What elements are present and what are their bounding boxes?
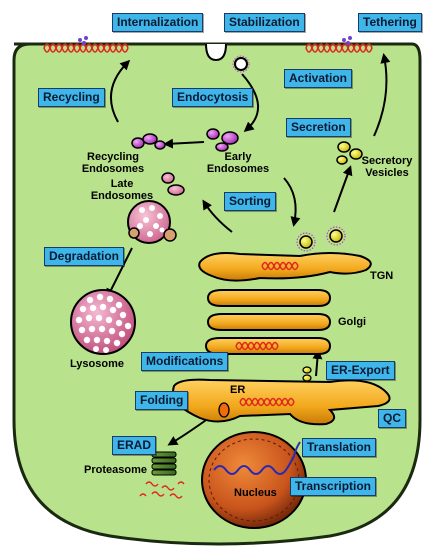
label-stabilization: Stabilization bbox=[224, 13, 305, 32]
er-protein bbox=[239, 397, 295, 407]
arrow-er-export bbox=[312, 349, 323, 377]
arrow-to-tgn bbox=[283, 177, 301, 227]
lysosome bbox=[70, 289, 136, 355]
secretory-vesicles bbox=[336, 141, 363, 165]
label-proteasome: Proteasome bbox=[84, 464, 147, 476]
arrow-to-recycling bbox=[163, 138, 205, 149]
label-late-endosomes: Late Endosomes bbox=[82, 178, 162, 202]
label-endocytosis: Endocytosis bbox=[172, 88, 254, 107]
glycosylation-marks bbox=[78, 36, 352, 45]
multivesicular-body bbox=[127, 200, 177, 244]
label-early-endosomes: Early Endosomes bbox=[198, 151, 278, 175]
label-secretory-vesicles: Secretory Vesicles bbox=[352, 155, 422, 179]
late-endosomes-line1: Late bbox=[110, 178, 134, 190]
er-export-vesicles bbox=[302, 366, 312, 382]
recycling-endosomes-line1: Recycling bbox=[87, 151, 139, 163]
golgi-protein bbox=[235, 341, 279, 351]
early-endosomes-line2: Endosomes bbox=[206, 163, 270, 175]
recycling-endosomes bbox=[131, 133, 166, 150]
label-tethering: Tethering bbox=[358, 13, 422, 32]
label-translation: Translation bbox=[302, 438, 377, 457]
label-nucleus: Nucleus bbox=[234, 487, 277, 499]
secretory-vesicles-line2: Vesicles bbox=[365, 167, 409, 179]
label-degradation: Degradation bbox=[44, 247, 125, 266]
endocytic-pit bbox=[205, 43, 250, 73]
label-qc: QC bbox=[378, 409, 406, 428]
label-er: ER bbox=[230, 384, 246, 396]
tgn-protein bbox=[261, 261, 299, 271]
secretory-vesicles-line1: Secretory bbox=[361, 155, 413, 167]
peptide-fragments bbox=[139, 481, 185, 499]
coated-vesicles bbox=[296, 226, 346, 252]
label-secretion: Secretion bbox=[286, 118, 351, 137]
early-endosomes bbox=[206, 128, 239, 152]
late-endosomes bbox=[161, 172, 185, 196]
label-folding: Folding bbox=[135, 391, 189, 410]
label-lysosome: Lysosome bbox=[70, 358, 125, 370]
label-sorting: Sorting bbox=[224, 192, 276, 211]
label-erad: ERAD bbox=[112, 436, 157, 455]
label-modifications: Modifications bbox=[141, 352, 229, 371]
label-recycling: Recycling bbox=[38, 88, 105, 107]
label-transcription: Transcription bbox=[290, 477, 377, 496]
arrow-degradation bbox=[106, 247, 133, 299]
early-endosomes-line1: Early bbox=[224, 151, 252, 163]
label-tgn: TGN bbox=[370, 270, 394, 282]
arrow-activation bbox=[373, 53, 391, 137]
arrow-recycling bbox=[110, 59, 131, 123]
arrow-to-late bbox=[202, 199, 233, 233]
recycling-endosomes-line2: Endosomes bbox=[81, 163, 145, 175]
membrane-protein-tethering bbox=[305, 43, 373, 53]
label-er-export: ER-Export bbox=[326, 361, 395, 380]
label-activation: Activation bbox=[284, 69, 353, 88]
label-internalization: Internalization bbox=[112, 13, 204, 32]
mrna-strand bbox=[213, 441, 301, 475]
membrane-protein-internalization bbox=[43, 43, 129, 53]
label-recycling-endosomes: Recycling Endosomes bbox=[68, 151, 158, 175]
golgi-cisterna-2 bbox=[206, 313, 332, 331]
label-golgi: Golgi bbox=[338, 316, 367, 328]
proteasome bbox=[151, 451, 177, 476]
late-endosomes-line2: Endosomes bbox=[90, 190, 154, 202]
arrow-secretion bbox=[333, 165, 353, 213]
arrow-endocytosis bbox=[241, 73, 260, 132]
er-translocon bbox=[218, 402, 230, 418]
golgi-cisterna-1 bbox=[206, 289, 332, 307]
